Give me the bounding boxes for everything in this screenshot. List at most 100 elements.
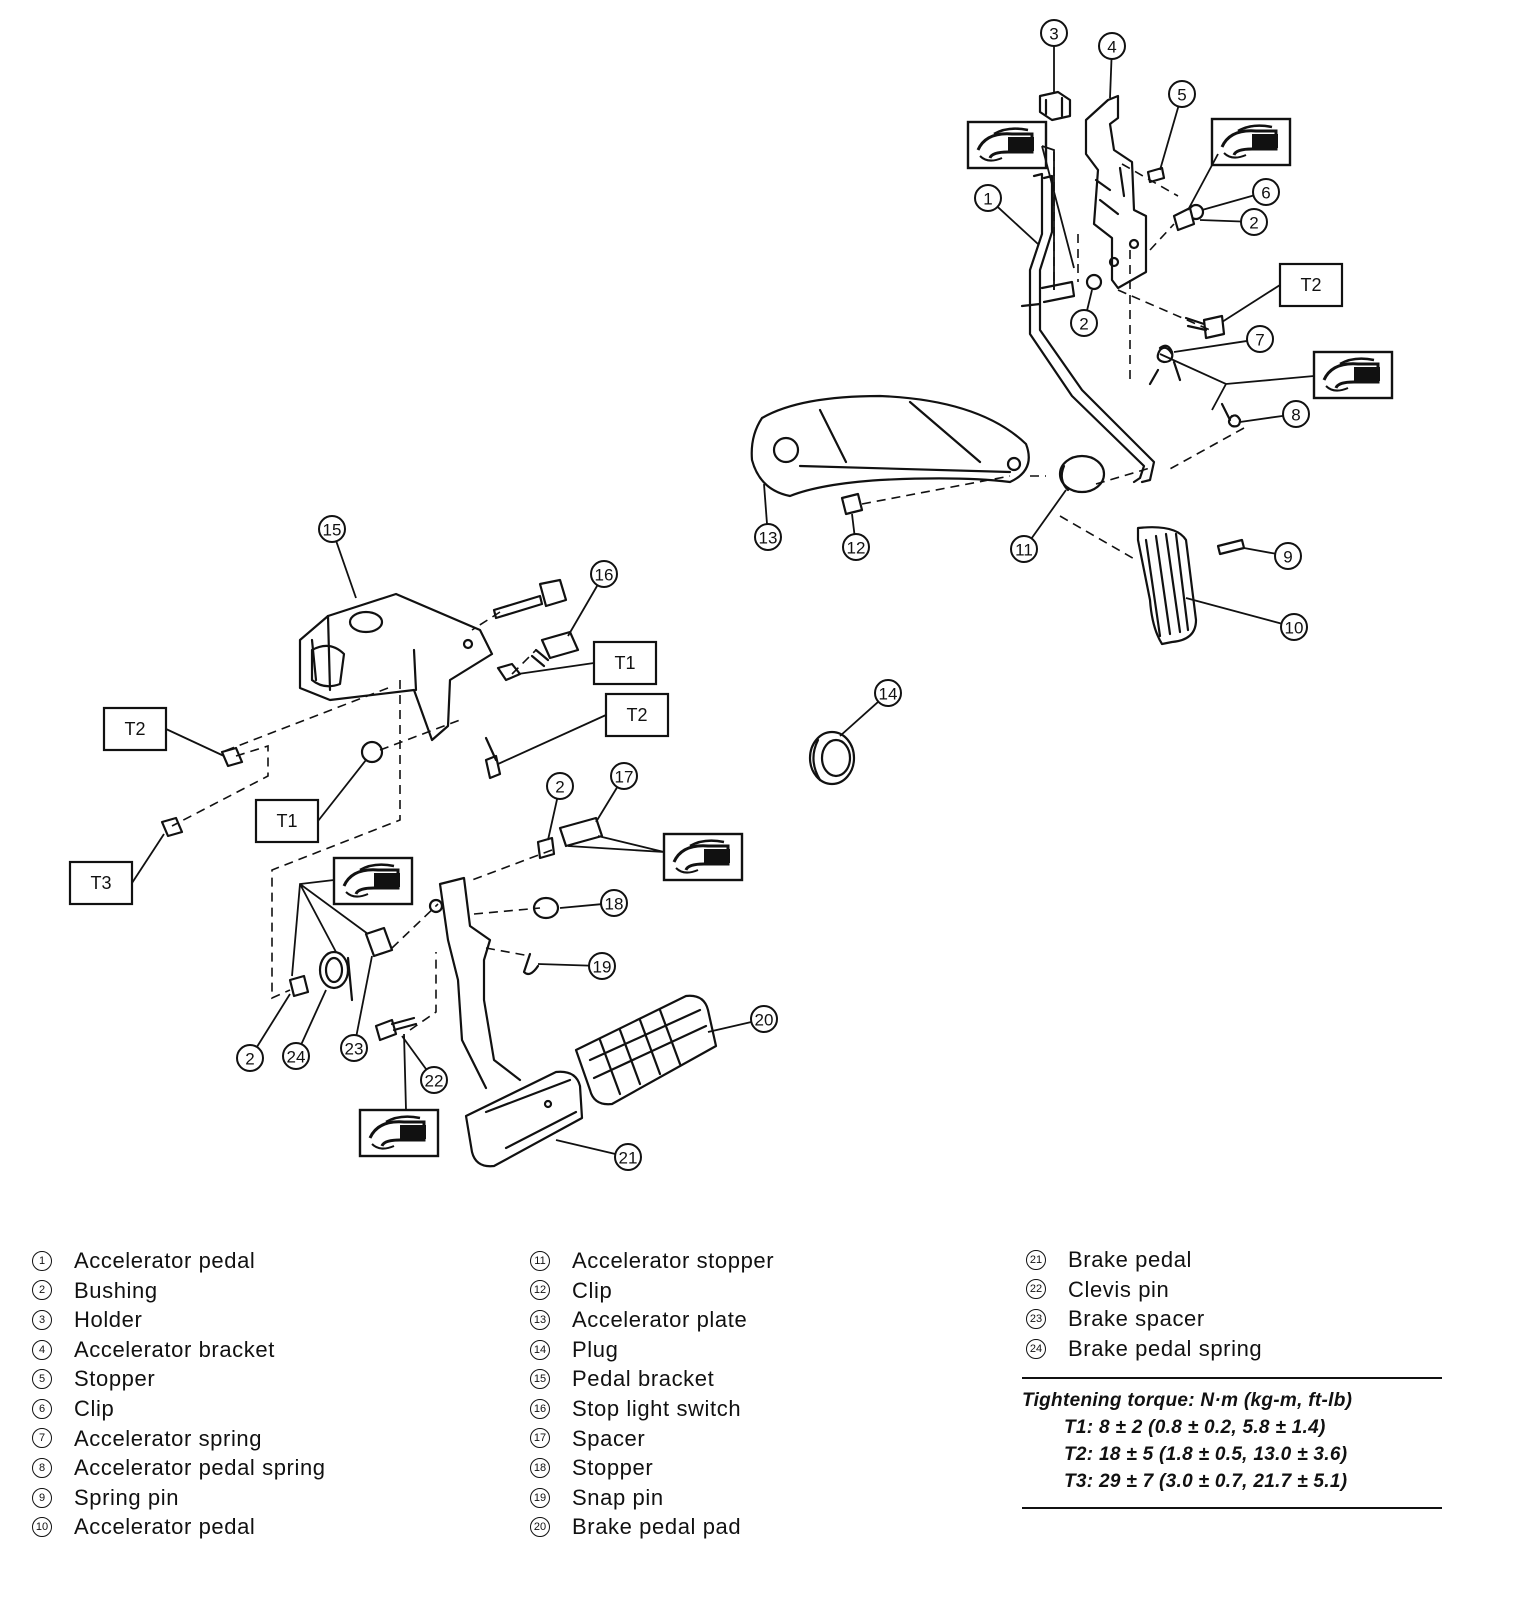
legend-number: 6	[32, 1398, 52, 1419]
callout-leader	[996, 206, 1039, 245]
legend-number: 7	[32, 1428, 52, 1449]
callout-leader	[1086, 289, 1093, 311]
callout-7: 7	[1173, 325, 1274, 353]
callout-14: 14	[839, 679, 902, 737]
stop-light-switch	[540, 630, 580, 660]
callout-number: 20	[755, 1011, 774, 1030]
callout-leader	[1201, 194, 1254, 211]
legend-label: Brake pedal	[1068, 1247, 1193, 1272]
legend-item: 19 Snap pin	[530, 1483, 774, 1513]
legend-label: Clip	[572, 1277, 613, 1303]
svg-text:T2: T2	[124, 719, 145, 739]
accelerator-pedal-arm	[1038, 174, 1156, 484]
callout-circle	[1280, 613, 1308, 641]
callout-number: 11	[1015, 541, 1033, 560]
callout-circle	[546, 772, 574, 800]
callout-2: 2	[546, 772, 574, 841]
svg-text:T2: T2	[1300, 275, 1321, 295]
callout-leader	[595, 786, 619, 823]
callout-number: 2	[1249, 214, 1258, 233]
callout-number: 24	[287, 1048, 306, 1067]
callout-circle	[340, 1034, 368, 1062]
accelerator-pedal-pad	[1136, 526, 1198, 646]
callout-22: 22	[401, 1035, 448, 1094]
clevis-pin	[374, 1018, 398, 1042]
legend-label: Snap pin	[572, 1484, 664, 1510]
nut-t3	[160, 816, 184, 838]
callout-leader	[256, 993, 291, 1048]
callout-number: 17	[615, 768, 634, 787]
grease-gun-icon	[332, 856, 414, 906]
callout-leader	[300, 989, 327, 1045]
svg-text:T2: T2	[626, 705, 647, 725]
callout-circle	[1098, 32, 1126, 60]
callout-number: 1	[983, 190, 992, 209]
callout-24: 24	[282, 989, 327, 1070]
legend-label: Pedal bracket	[572, 1366, 715, 1392]
torque-box-t1-upper: T1	[517, 640, 658, 686]
legend-number: 19	[530, 1487, 550, 1508]
legend-number: 5	[32, 1369, 52, 1390]
legend-label: Accelerator pedal	[74, 1514, 256, 1540]
callout-circle	[1274, 542, 1302, 570]
callout-number: 2	[245, 1050, 254, 1069]
legend-item: 5 Stopper	[32, 1364, 326, 1394]
legend-label: Holder	[74, 1307, 143, 1333]
bushing-brake-lower	[288, 974, 310, 998]
legend-number: 4	[32, 1339, 52, 1360]
callout-10: 10	[1185, 597, 1308, 641]
spring-pin	[1216, 538, 1246, 556]
brake-assembly	[160, 578, 718, 1168]
callout-leader	[559, 903, 602, 909]
svg-text:T3: T3	[90, 873, 111, 893]
callout-number: 13	[759, 529, 778, 548]
callout-circle	[874, 679, 902, 707]
callout-number: 9	[1283, 548, 1292, 567]
callout-circle	[1252, 178, 1280, 206]
legend-label: Plug	[572, 1336, 619, 1362]
legend-number: 17	[530, 1428, 550, 1449]
callouts: 1222234567891011121314151617181920212223…	[236, 19, 1310, 1171]
callout-circle	[600, 889, 628, 917]
callout-21: 21	[555, 1139, 642, 1171]
legend-number: 13	[530, 1309, 550, 1330]
torque-row-t1: T1: 8 ± 2 (0.8 ± 0.2, 5.8 ± 1.4)	[1064, 1417, 1326, 1438]
legend-number: 3	[32, 1309, 52, 1330]
callout-leader	[1159, 106, 1180, 171]
grease-gun-icon	[358, 1108, 440, 1158]
callout-leader	[1239, 414, 1284, 423]
callout-leader	[1185, 597, 1282, 625]
legend-number: 2	[32, 1280, 52, 1301]
grease-gun-icon	[662, 832, 744, 882]
callout-circle	[1246, 325, 1274, 353]
torque-row-t2: T2: 18 ± 5 (1.8 ± 0.5, 13.0 ± 3.6)	[1064, 1444, 1348, 1465]
callout-18: 18	[559, 889, 628, 917]
callout-circle	[750, 1005, 778, 1033]
callout-number: 4	[1107, 38, 1116, 57]
legend-label: Stopper	[74, 1366, 156, 1392]
accelerator-spring	[1148, 344, 1182, 386]
legend-label: Brake spacer	[1068, 1306, 1205, 1332]
callout-leader	[335, 540, 357, 599]
callout-2: 2	[1199, 208, 1268, 236]
callout-number: 10	[1285, 619, 1304, 638]
callout-circle	[236, 1044, 264, 1072]
callout-number: 16	[595, 566, 614, 585]
callout-leader	[567, 584, 599, 637]
bushing-brake-upper	[536, 836, 556, 860]
callout-number: 15	[323, 521, 342, 540]
callout-circle	[1070, 309, 1098, 337]
legend-number: 20	[530, 1517, 550, 1538]
legend-label: Accelerator pedal spring	[74, 1455, 326, 1481]
callout-number: 22	[425, 1072, 444, 1091]
accelerator-pedal-spring	[1220, 402, 1242, 428]
callout-leader	[1199, 219, 1242, 223]
